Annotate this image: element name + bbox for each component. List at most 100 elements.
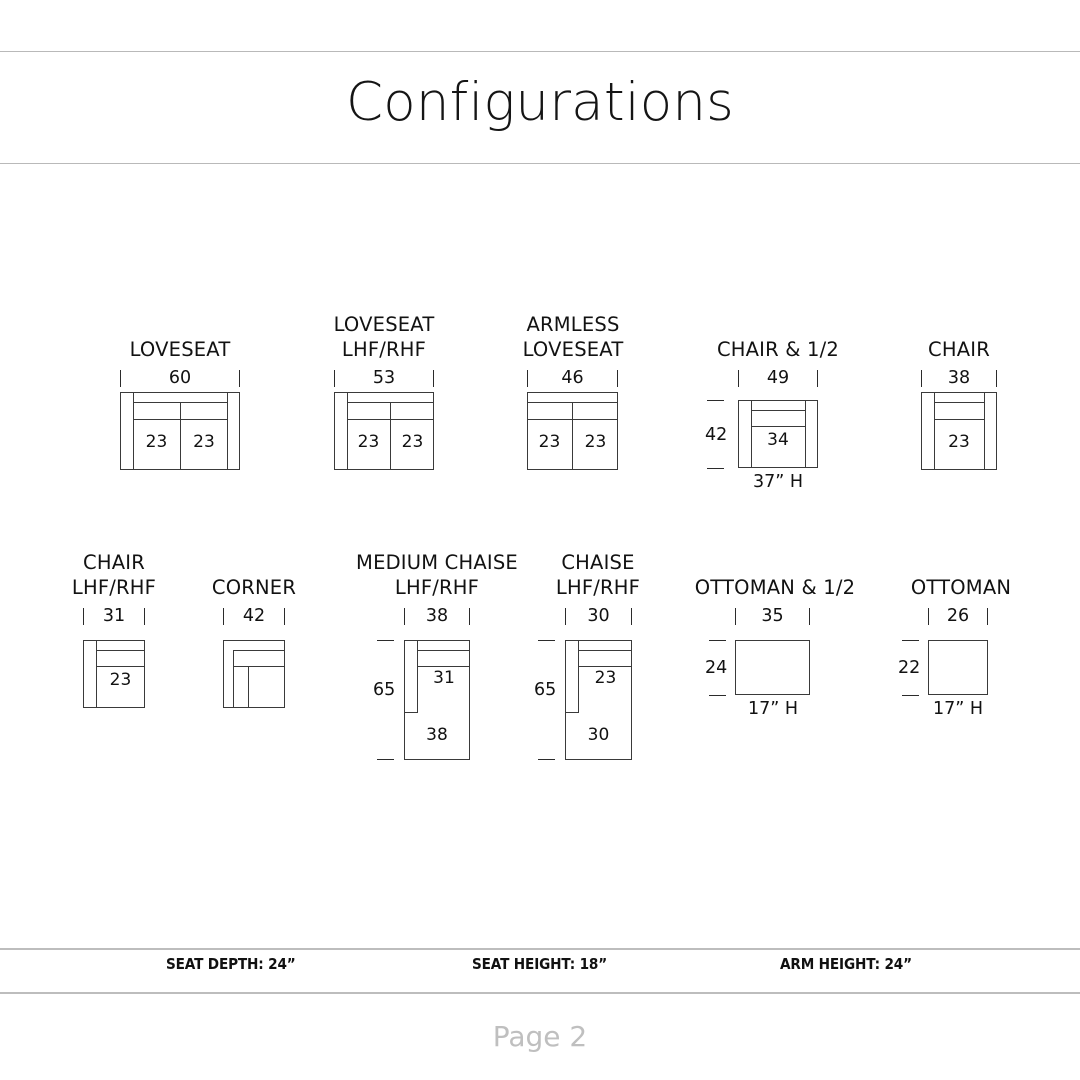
back-top-line — [417, 650, 470, 652]
item-caption: OTTOMAN & 1/2 — [694, 576, 856, 599]
width-tick-right — [809, 608, 810, 625]
arm-left-line — [347, 392, 349, 470]
seat-divider-line — [390, 402, 392, 470]
item-caption: OTTOMAN — [910, 576, 1012, 599]
width-dimension: 31 — [83, 606, 145, 630]
width-tick-right — [239, 370, 240, 387]
item-caption: CHAIR & 1/2 — [716, 338, 840, 361]
width-tick-left — [527, 370, 528, 387]
seat-divider-line — [572, 402, 574, 470]
width-tick-left — [928, 608, 929, 625]
spec-seat-depth: SEAT DEPTH: 24” — [166, 955, 296, 973]
item-caption: CHAIR LHF/RHF — [71, 551, 157, 599]
seat-cushion-value-right: 23 — [584, 432, 607, 452]
depth-tick-top — [538, 640, 555, 641]
back-cushion-line — [233, 666, 285, 668]
depth-value: 22 — [898, 658, 921, 678]
width-dimension: 35 — [735, 606, 810, 630]
arm-bottom-line — [565, 712, 579, 714]
back-cushion-line — [934, 419, 984, 421]
seat-cushion-value: 31 — [433, 668, 455, 688]
width-value: 38 — [947, 368, 971, 388]
arm-left-line — [417, 640, 419, 713]
furniture-outline — [928, 640, 988, 695]
back-top-line — [96, 650, 145, 652]
spec-bar: SEAT DEPTH: 24” SEAT HEIGHT: 18” ARM HEI… — [0, 955, 1080, 989]
footer-rule-top — [0, 948, 1080, 950]
width-tick-right — [433, 370, 434, 387]
depth-tick-top — [709, 640, 726, 641]
width-value: 49 — [766, 368, 790, 388]
item-caption: ARMLESS LOVESEAT — [522, 313, 624, 361]
back-top-line — [578, 650, 632, 652]
width-tick-left — [565, 608, 566, 625]
width-dimension: 46 — [527, 368, 618, 392]
width-value: 26 — [946, 606, 970, 626]
depth-tick-top — [707, 400, 724, 401]
seat-cushion-value-left: 23 — [357, 432, 380, 452]
item-caption: CHAISE LHF/RHF — [555, 551, 641, 599]
width-value: 38 — [425, 606, 449, 626]
width-value: 31 — [102, 606, 126, 626]
back-cushion-line — [417, 666, 470, 668]
width-dimension: 49 — [738, 368, 818, 392]
header-rule-top — [0, 51, 1080, 52]
page-number: Page 2 — [492, 1020, 588, 1053]
width-value: 60 — [168, 368, 192, 388]
depth-tick-top — [902, 640, 919, 641]
seat-cushion-value: 23 — [594, 668, 617, 688]
seat-divider-line — [180, 402, 182, 470]
width-value: 53 — [372, 368, 396, 388]
width-dimension: 60 — [120, 368, 240, 392]
footer-rule-bottom — [0, 992, 1080, 994]
arm-left-line — [96, 640, 98, 708]
seat-cushion-value-left: 23 — [538, 432, 561, 452]
width-tick-left — [921, 370, 922, 387]
item-caption: CORNER — [211, 576, 297, 599]
width-tick-right — [144, 608, 145, 625]
width-tick-right — [284, 608, 285, 625]
depth-value: 65 — [534, 680, 557, 700]
back-top-line — [233, 650, 285, 652]
back-top-line — [751, 410, 805, 412]
header-rule-bottom — [0, 163, 1080, 164]
depth-value: 24 — [705, 658, 728, 678]
arm-left-line — [578, 640, 580, 713]
width-dimension: 26 — [928, 606, 988, 630]
width-value: 42 — [242, 606, 266, 626]
depth-tick-bottom — [377, 759, 394, 760]
back-cushion-line — [578, 666, 632, 668]
arm-right-line — [805, 400, 807, 468]
arm-bottom-line — [404, 712, 418, 714]
seat-divider-line — [248, 666, 250, 708]
chaise-cushion-value: 38 — [426, 725, 448, 745]
width-dimension: 53 — [334, 368, 434, 392]
depth-tick-bottom — [902, 695, 919, 696]
width-dimension: 38 — [404, 606, 470, 630]
width-dimension: 38 — [921, 368, 997, 392]
seat-cushion-value: 23 — [109, 670, 132, 690]
depth-tick-bottom — [538, 759, 555, 760]
arm-right-line — [227, 392, 229, 470]
depth-value: 65 — [373, 680, 396, 700]
arm-left-line — [133, 392, 135, 470]
seat-cushion-value-right: 23 — [401, 432, 424, 452]
depth-value: 42 — [705, 425, 728, 445]
width-tick-right — [987, 608, 988, 625]
page-title: Configurations — [345, 72, 734, 133]
width-tick-right — [631, 608, 632, 625]
width-tick-right — [617, 370, 618, 387]
furniture-outline — [565, 640, 632, 760]
item-caption: CHAIR — [928, 338, 990, 361]
width-value: 30 — [587, 606, 610, 626]
width-tick-right — [996, 370, 997, 387]
width-tick-right — [469, 608, 470, 625]
depth-tick-top — [377, 640, 394, 641]
spec-seat-height: SEAT HEIGHT: 18” — [472, 955, 608, 973]
depth-tick-bottom — [709, 695, 726, 696]
width-tick-left — [120, 370, 121, 387]
seat-cushion-value-left: 23 — [145, 432, 168, 452]
width-tick-left — [404, 608, 405, 625]
furniture-outline — [404, 640, 470, 760]
